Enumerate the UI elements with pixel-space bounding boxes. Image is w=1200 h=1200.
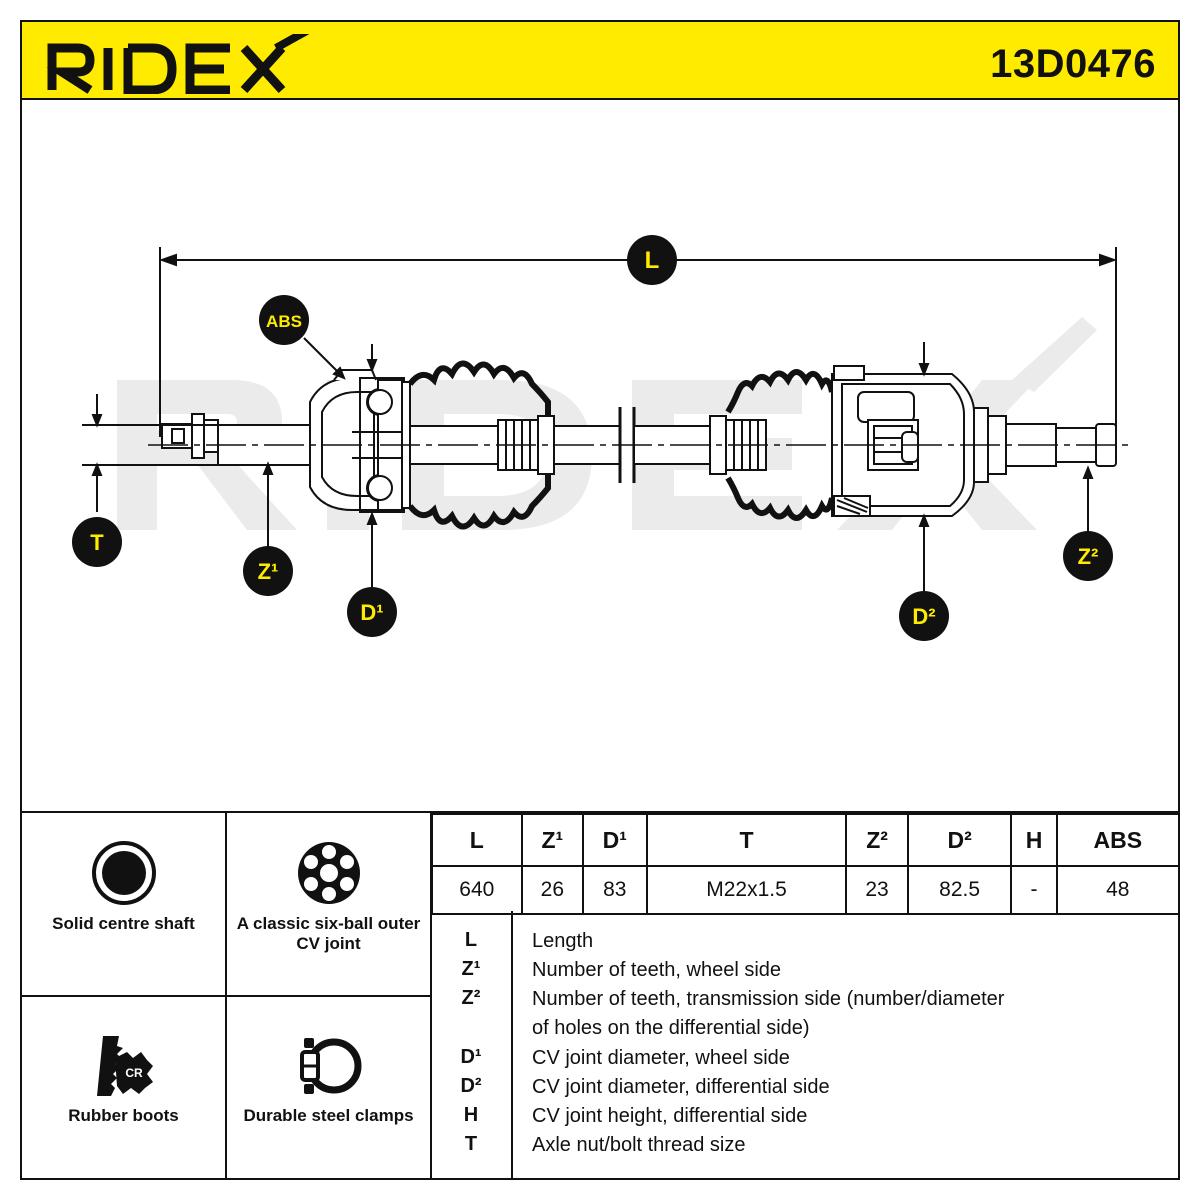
dimension-badge-d2: D² [899, 591, 949, 641]
lower-section-divider [20, 811, 1180, 813]
feature-rubber-boots: CR Rubber boots [22, 1032, 225, 1126]
solid-shaft-icon [91, 841, 156, 905]
features-row-divider [20, 995, 430, 997]
svg-text:Z²: Z² [1078, 544, 1099, 569]
legend-description: CV joint height, differential side [532, 1105, 808, 1127]
dimension-badge-L: L [627, 235, 677, 285]
spec-header-cell: T [645, 813, 848, 867]
spec-header-cell: L [431, 813, 523, 867]
legend-description: Axle nut/bolt thread size [532, 1134, 746, 1156]
legend-code: T [464, 1133, 478, 1155]
dimension-badge-t: T [72, 517, 122, 567]
svg-text:D²: D² [912, 604, 935, 629]
spec-value-cell: - [1010, 865, 1058, 915]
svg-text:L: L [645, 247, 660, 274]
dimension-badge-abs: ABS [259, 295, 309, 345]
spec-header-cell: H [1010, 813, 1058, 867]
feature-label: Durable steel clamps [243, 1106, 414, 1125]
ridex-logo [46, 34, 310, 94]
spec-value-cell: 83 [582, 865, 648, 915]
svg-text:T: T [90, 530, 104, 555]
spec-header-cell: ABS [1055, 813, 1181, 867]
spec-value-cell: 82.5 [906, 865, 1013, 915]
steel-clamp-icon [299, 1038, 361, 1094]
spec-value-cell: 26 [520, 865, 585, 915]
feature-label: Rubber boots [68, 1106, 179, 1125]
legend-code-column [431, 911, 513, 1180]
feature-steel-clamps: Durable steel clamps [227, 1032, 430, 1126]
legend-description: CV joint diameter, differential side [532, 1076, 830, 1098]
dimension-badge-z2: Z² [1063, 531, 1113, 581]
spec-value-cell: M22x1.5 [645, 865, 848, 915]
spec-table-value-row: 640 26 83 M22x1.5 23 82.5 - 48 [431, 865, 1181, 915]
legend-description: Number of teeth, transmission side (numb… [532, 988, 1005, 1010]
legend-code: D¹ [460, 1046, 482, 1068]
part-number: 13D0476 [990, 42, 1156, 86]
spec-header-cell: D¹ [582, 813, 648, 867]
legend-code: D² [460, 1075, 482, 1097]
spec-value-cell: 23 [845, 865, 909, 915]
feature-solid-shaft: Solid centre shaft [22, 840, 225, 934]
spec-value-cell: 640 [431, 865, 523, 915]
svg-text:CR: CR [125, 1066, 143, 1080]
six-ball-joint-icon [297, 842, 360, 904]
spec-table-header-row: L Z¹ D¹ T Z² D² H ABS [431, 813, 1181, 867]
spec-header-cell: D² [906, 813, 1013, 867]
legend: L Length Z¹ Number of teeth, wheel side … [431, 911, 1180, 1180]
spec-value-cell: 48 [1055, 865, 1181, 915]
rubber-boot-icon: CR [96, 1036, 153, 1096]
svg-text:ABS: ABS [266, 312, 302, 331]
legend-code: L [464, 929, 478, 951]
feature-six-ball-joint: A classic six-ball outer CV joint [227, 840, 430, 954]
spec-header-cell: Z² [845, 813, 909, 867]
spec-header-cell: Z¹ [520, 813, 585, 867]
legend-description-continued: of holes on the differential side) [532, 1017, 810, 1039]
svg-text:D¹: D¹ [360, 600, 383, 625]
features-table-divider [430, 813, 432, 1180]
legend-code: H [463, 1104, 479, 1126]
feature-label: A classic six-ball outer CV joint [236, 914, 421, 953]
legend-code: Z¹ [461, 958, 481, 980]
dimension-badge-z1: Z¹ [243, 546, 293, 596]
legend-description: CV joint diameter, wheel side [532, 1047, 790, 1069]
legend-code: Z² [461, 987, 481, 1009]
header-bar: 13D0476 [20, 20, 1180, 100]
legend-description: Length [532, 930, 594, 952]
svg-text:Z¹: Z¹ [258, 559, 279, 584]
spec-table: L Z¹ D¹ T Z² D² H ABS 640 26 83 M22x1.5 … [431, 813, 1181, 915]
dimension-badge-d1: D¹ [347, 587, 397, 637]
legend-description: Number of teeth, wheel side [532, 959, 782, 981]
feature-label: Solid centre shaft [52, 914, 195, 933]
drive-shaft-drawing: L ABS T Z¹ D¹ D² Z² [72, 235, 1132, 641]
